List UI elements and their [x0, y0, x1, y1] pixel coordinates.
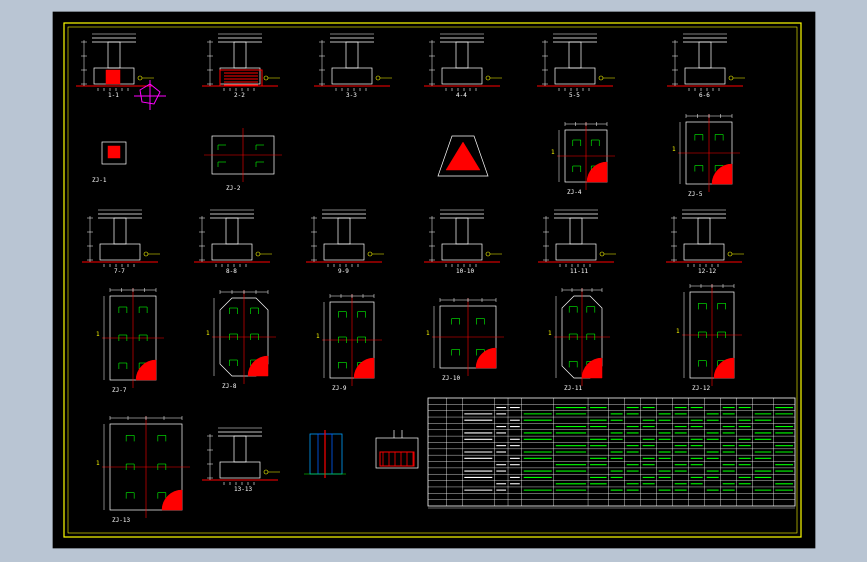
section-detail: 9-9	[306, 209, 384, 275]
plan-detail: 1ZJ-10	[426, 298, 504, 382]
plan-label: ZJ-13	[112, 517, 130, 524]
svg-text:1: 1	[316, 333, 320, 340]
plan-label: ZJ-8	[222, 383, 237, 390]
plan-label: ZJ-4	[567, 189, 582, 196]
svg-text:1: 1	[96, 460, 100, 467]
plan-label: ZJ-9	[332, 385, 347, 392]
plan-label: ZJ-2	[226, 185, 241, 192]
section-label: 4-4	[456, 92, 467, 99]
section-detail: 4-4	[424, 33, 502, 99]
svg-text:1: 1	[676, 328, 680, 335]
svg-text:1: 1	[548, 330, 552, 337]
plan-detail: 1ZJ-9	[316, 294, 382, 392]
pile-head-detail	[375, 430, 419, 469]
section-label: 10-10	[456, 268, 474, 275]
section-detail: 8-8	[194, 209, 272, 275]
section-label: 9-9	[338, 268, 349, 275]
plan-detail: 1ZJ-5	[672, 114, 740, 198]
plan-label: ZJ-12	[692, 385, 710, 392]
plan-detail: 1ZJ-8	[206, 290, 276, 390]
sheet-background	[52, 11, 816, 549]
plan-label: ZJ-7	[112, 387, 127, 394]
section-label: 12-12	[698, 268, 716, 275]
section-detail: 10-10	[424, 209, 502, 275]
section-label: 5-5	[569, 92, 580, 99]
plan-label: ZJ-5	[688, 191, 703, 198]
plan-detail: 1ZJ-13	[96, 416, 190, 524]
section-detail: 6-6	[667, 33, 745, 99]
section-detail: 1-1	[76, 33, 154, 99]
north-arrow-icon	[134, 80, 166, 110]
plan-detail: 1ZJ-12	[676, 284, 742, 392]
section-label: 7-7	[114, 268, 125, 275]
section-detail: 11-11	[538, 209, 616, 275]
plan-label: ZJ-11	[564, 385, 582, 392]
svg-text:1: 1	[426, 330, 430, 337]
column-joint-detail	[304, 430, 346, 478]
section-label: 3-3	[346, 92, 357, 99]
section-detail: 3-3	[314, 33, 392, 99]
svg-text:1: 1	[551, 149, 555, 156]
section-label: 8-8	[226, 268, 237, 275]
schedule-table	[427, 397, 796, 509]
section-detail: 12-12	[666, 209, 744, 275]
inner-frame	[67, 26, 798, 534]
detail-row-5: 1ZJ-13 13-13	[96, 416, 419, 524]
section-row-1: 1-1 2-2 3-3 4-4 5-5 6-6	[76, 33, 745, 110]
outer-frame	[63, 22, 802, 538]
section-detail: 5-5	[537, 33, 615, 99]
plan-detail: 1ZJ-7	[96, 288, 164, 394]
plan-label: ZJ-10	[442, 375, 460, 382]
section-row-3: 7-7 8-8 9-9 10-10 11-11 12-12	[82, 209, 744, 275]
section-label: 11-11	[570, 268, 588, 275]
section-label: 1-1	[108, 92, 119, 99]
plan-detail: 1ZJ-11	[548, 288, 610, 392]
plan-detail: 1ZJ-4	[551, 122, 615, 196]
section-detail: 13-13	[202, 427, 280, 493]
svg-text:1: 1	[96, 331, 100, 338]
plan-label: ZJ-1	[92, 177, 107, 184]
section-label: 13-13	[234, 486, 252, 493]
section-label: 6-6	[699, 92, 710, 99]
svg-text:1: 1	[206, 330, 210, 337]
section-label: 2-2	[234, 92, 245, 99]
svg-text:1: 1	[672, 146, 676, 153]
triangle-cap-plan	[437, 135, 489, 177]
section-detail: 7-7	[82, 209, 160, 275]
